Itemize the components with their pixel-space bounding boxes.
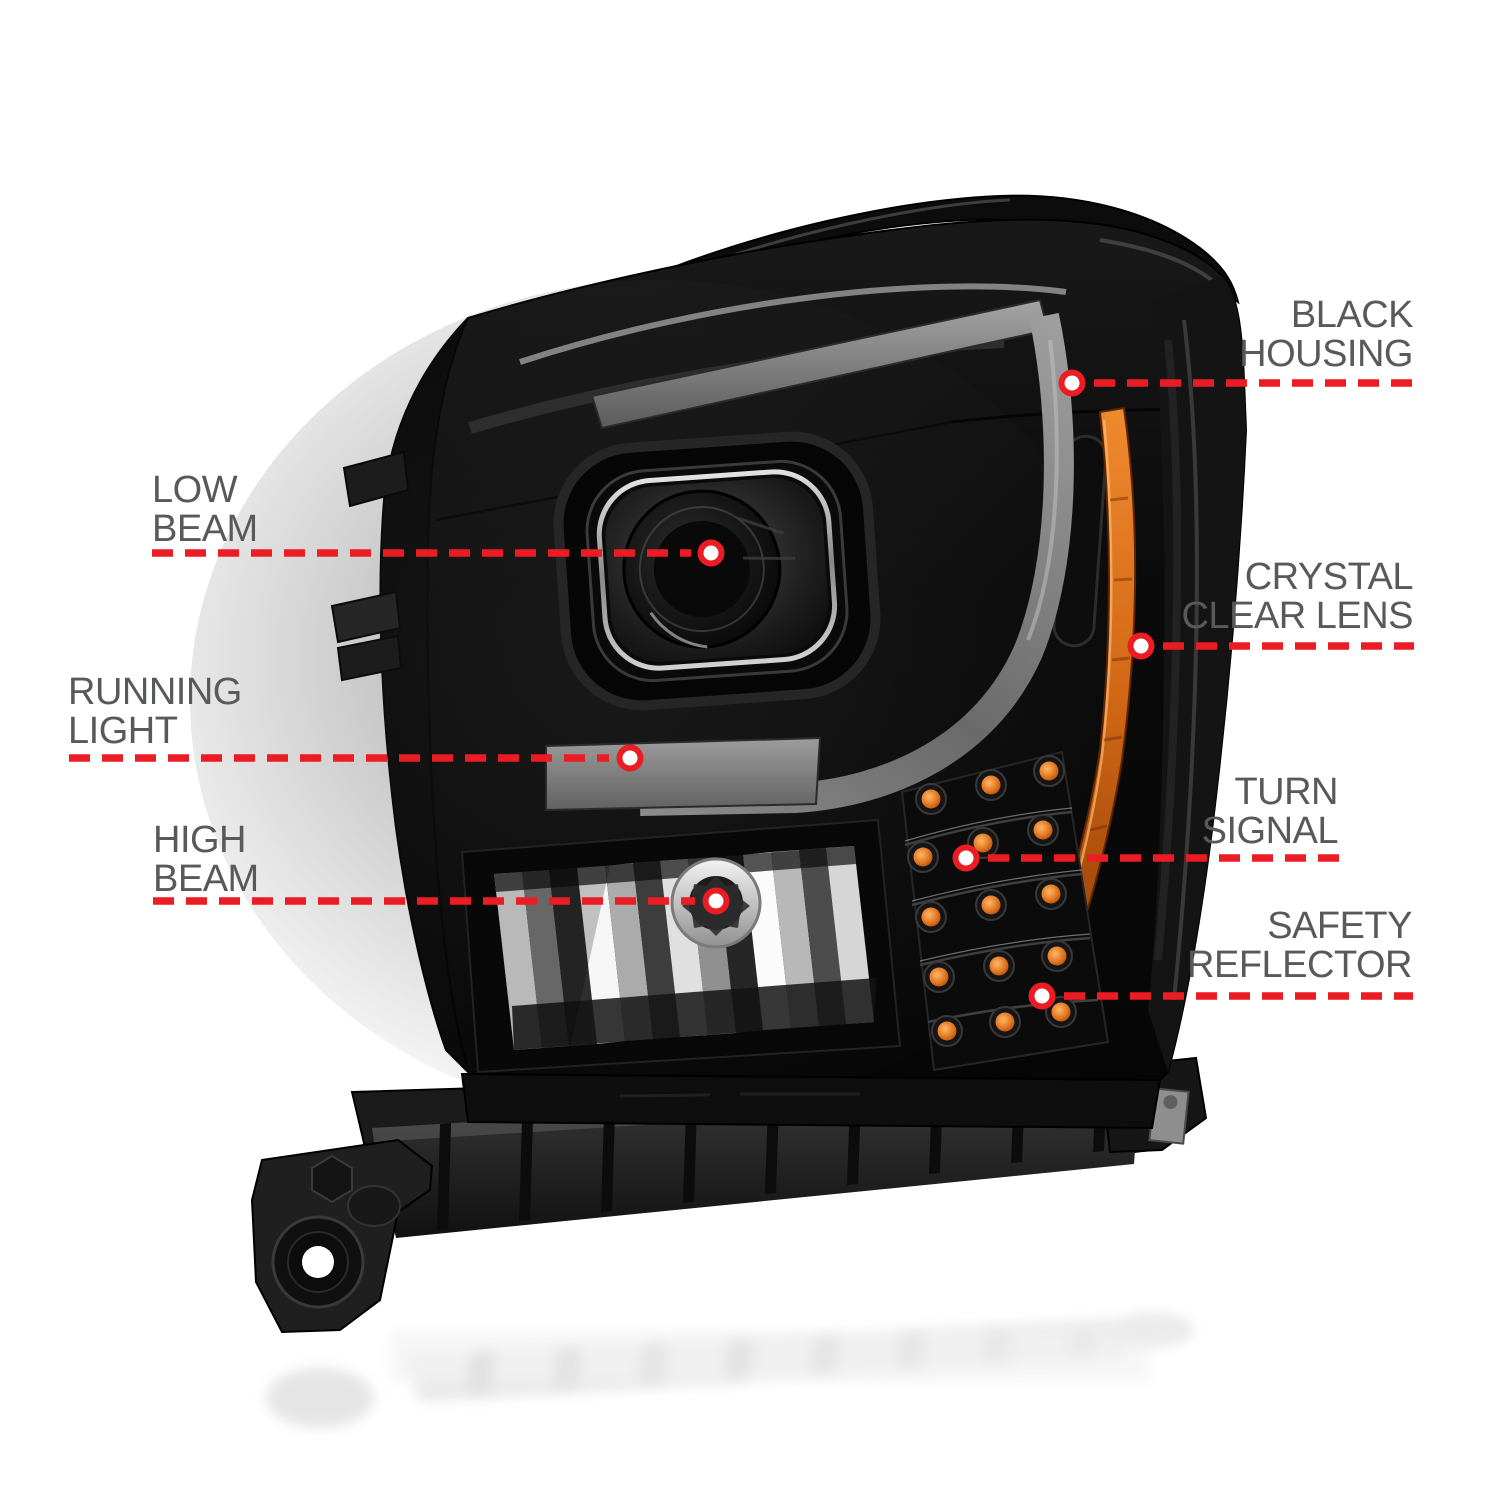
marker-running-light xyxy=(616,744,644,772)
callout-label-line: HIGH xyxy=(153,819,246,861)
callout-high-beam: HIGH BEAM xyxy=(153,821,259,899)
hex-bolt xyxy=(311,1154,353,1204)
marker-crystal-clear-lens xyxy=(1127,632,1155,660)
marker-high-beam xyxy=(702,887,730,915)
callout-label-line: BEAM xyxy=(152,508,258,550)
high-beam-reflector xyxy=(460,818,902,1074)
callout-label-line: HOUSING xyxy=(1239,333,1413,375)
callout-label-line: SAFETY xyxy=(1267,905,1412,947)
callout-black-housing: BLACK HOUSING xyxy=(1239,296,1413,374)
running-light-bar xyxy=(545,736,822,812)
floor-reflection xyxy=(266,1312,1194,1428)
turn-signal-panel xyxy=(900,750,1110,1072)
callout-running-light: RUNNING LIGHT xyxy=(68,673,242,751)
mounting-hole xyxy=(302,1246,334,1278)
turn-signal-leds xyxy=(907,755,1077,1047)
callout-label-line: LOW xyxy=(152,469,238,511)
callout-low-beam: LOW BEAM xyxy=(152,471,258,549)
marker-safety-reflector xyxy=(1028,982,1056,1010)
callout-lines xyxy=(69,379,1414,1000)
callout-label-line: LIGHT xyxy=(68,710,178,752)
callout-label-line: CLEAR LENS xyxy=(1181,595,1413,637)
callout-label-line: SIGNAL xyxy=(1201,810,1339,852)
callout-label-line: CRYSTAL xyxy=(1244,556,1414,598)
marker-black-housing xyxy=(1058,369,1086,397)
marker-turn-signal xyxy=(952,844,980,872)
drl-light-guide xyxy=(545,298,1074,816)
callout-markers xyxy=(616,369,1155,1010)
marker-low-beam xyxy=(697,539,725,567)
callout-safety-reflector: SAFETY REFLECTOR xyxy=(1187,907,1412,985)
callout-label-line: BEAM xyxy=(153,858,259,900)
callout-label-line: BLACK xyxy=(1290,294,1414,336)
low-beam-projector xyxy=(553,431,881,711)
callout-turn-signal: TURN SIGNAL xyxy=(1201,771,1339,852)
callout-label-line: REFLECTOR xyxy=(1187,944,1412,986)
callout-label-line: TURN xyxy=(1234,771,1338,813)
callout-crystal-clear-lens: CRYSTAL CLEAR LENS xyxy=(1181,558,1413,636)
callout-label-line: RUNNING xyxy=(68,671,242,713)
